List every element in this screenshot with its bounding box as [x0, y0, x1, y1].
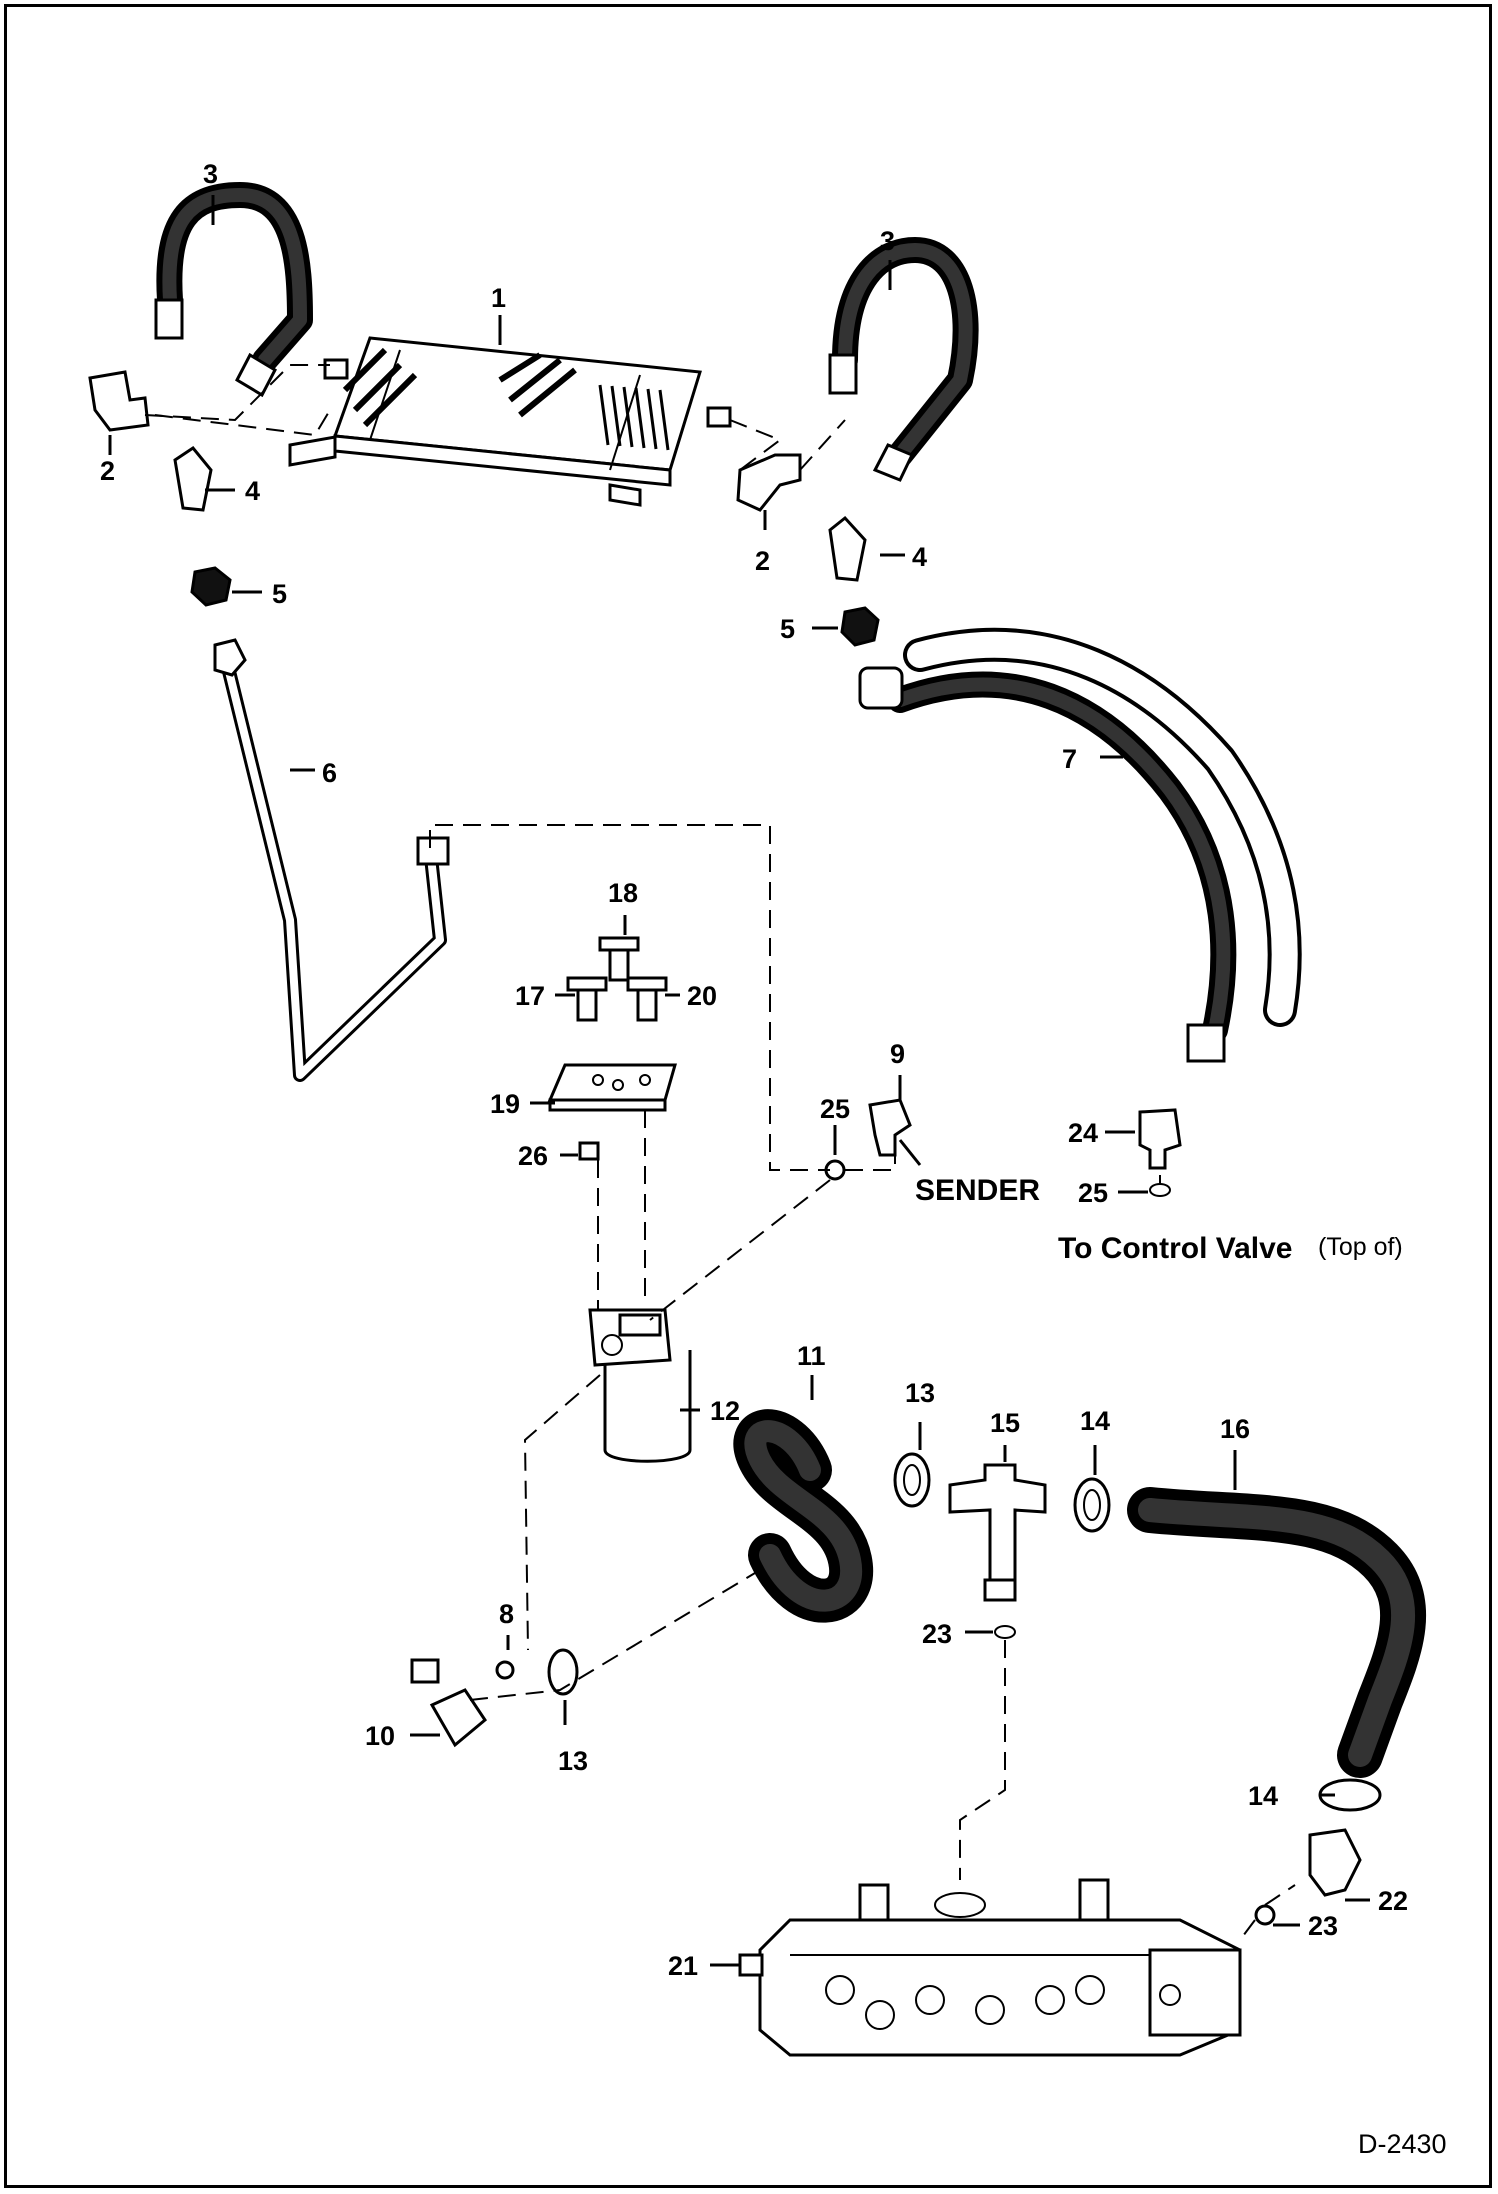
- callout-25-right: 25: [1078, 1178, 1108, 1208]
- callout-4-right: 4: [912, 542, 927, 572]
- callout-3-left: 3: [203, 159, 218, 189]
- callout-22: 22: [1378, 1886, 1408, 1916]
- hose-clamps: [547, 1452, 1382, 1812]
- callout-18: 18: [608, 878, 638, 908]
- callout-6: 6: [322, 758, 337, 788]
- callout-26: 26: [518, 1141, 548, 1171]
- callout-21: 21: [668, 1951, 698, 1981]
- callout-5-right: 5: [780, 614, 795, 644]
- callout-25-left: 25: [820, 1094, 850, 1124]
- top-of-label: (Top of): [1318, 1233, 1403, 1261]
- callout-12: 12: [710, 1396, 740, 1426]
- callout-13-lower: 13: [558, 1746, 588, 1776]
- hose-eleven: [733, 1409, 874, 1623]
- connection-lines: [144, 364, 1296, 1941]
- oil-cooler: [288, 336, 732, 507]
- callout-14-lower: 14: [1248, 1781, 1278, 1811]
- callout-4-left: 4: [245, 476, 260, 506]
- callout-20: 20: [687, 981, 717, 1011]
- callout-17: 17: [515, 981, 545, 1011]
- callout-5-left: 5: [272, 579, 287, 609]
- callout-13-upper: 13: [905, 1378, 935, 1408]
- control-valve: [738, 1878, 1242, 2057]
- callout-2-left: 2: [100, 456, 115, 486]
- callout-24: 24: [1068, 1118, 1098, 1148]
- right-hose-assembly: [736, 237, 1302, 1197]
- callout-23-right: 23: [1308, 1911, 1338, 1941]
- drawing-id: D-2430: [1358, 2129, 1447, 2159]
- filter-mount-bracket: [547, 936, 677, 1161]
- callout-3-right: 3: [880, 226, 895, 256]
- callout-8: 8: [499, 1599, 514, 1629]
- tee-fitting: [948, 1463, 1047, 1639]
- callout-leaders: [108, 195, 1370, 1967]
- callout-14-upper: 14: [1080, 1406, 1110, 1436]
- elbow-fitting-22: [1254, 1828, 1362, 1926]
- hose-sixteen: [1127, 1487, 1426, 1778]
- callout-numbers: 1 2 2 3 3 4 4 5 5 6 7 8 9 10 11 12 13 13…: [100, 159, 1408, 1981]
- sender-label: SENDER: [915, 1174, 1040, 1207]
- callout-7: 7: [1062, 744, 1077, 774]
- callout-19: 19: [490, 1089, 520, 1119]
- callout-9: 9: [890, 1039, 905, 1069]
- callout-1: 1: [491, 283, 506, 313]
- callout-10: 10: [365, 1721, 395, 1751]
- callout-2-right: 2: [755, 546, 770, 576]
- callout-16: 16: [1220, 1414, 1250, 1444]
- callout-11: 11: [797, 1341, 826, 1371]
- callout-23-left: 23: [922, 1619, 952, 1649]
- fitting-ten: [410, 1658, 515, 1748]
- to-control-valve-label: To Control Valve: [1058, 1232, 1292, 1265]
- hydraulic-filter: [588, 1308, 692, 1463]
- left-hose-assembly: [88, 182, 450, 1082]
- callout-15: 15: [990, 1408, 1020, 1438]
